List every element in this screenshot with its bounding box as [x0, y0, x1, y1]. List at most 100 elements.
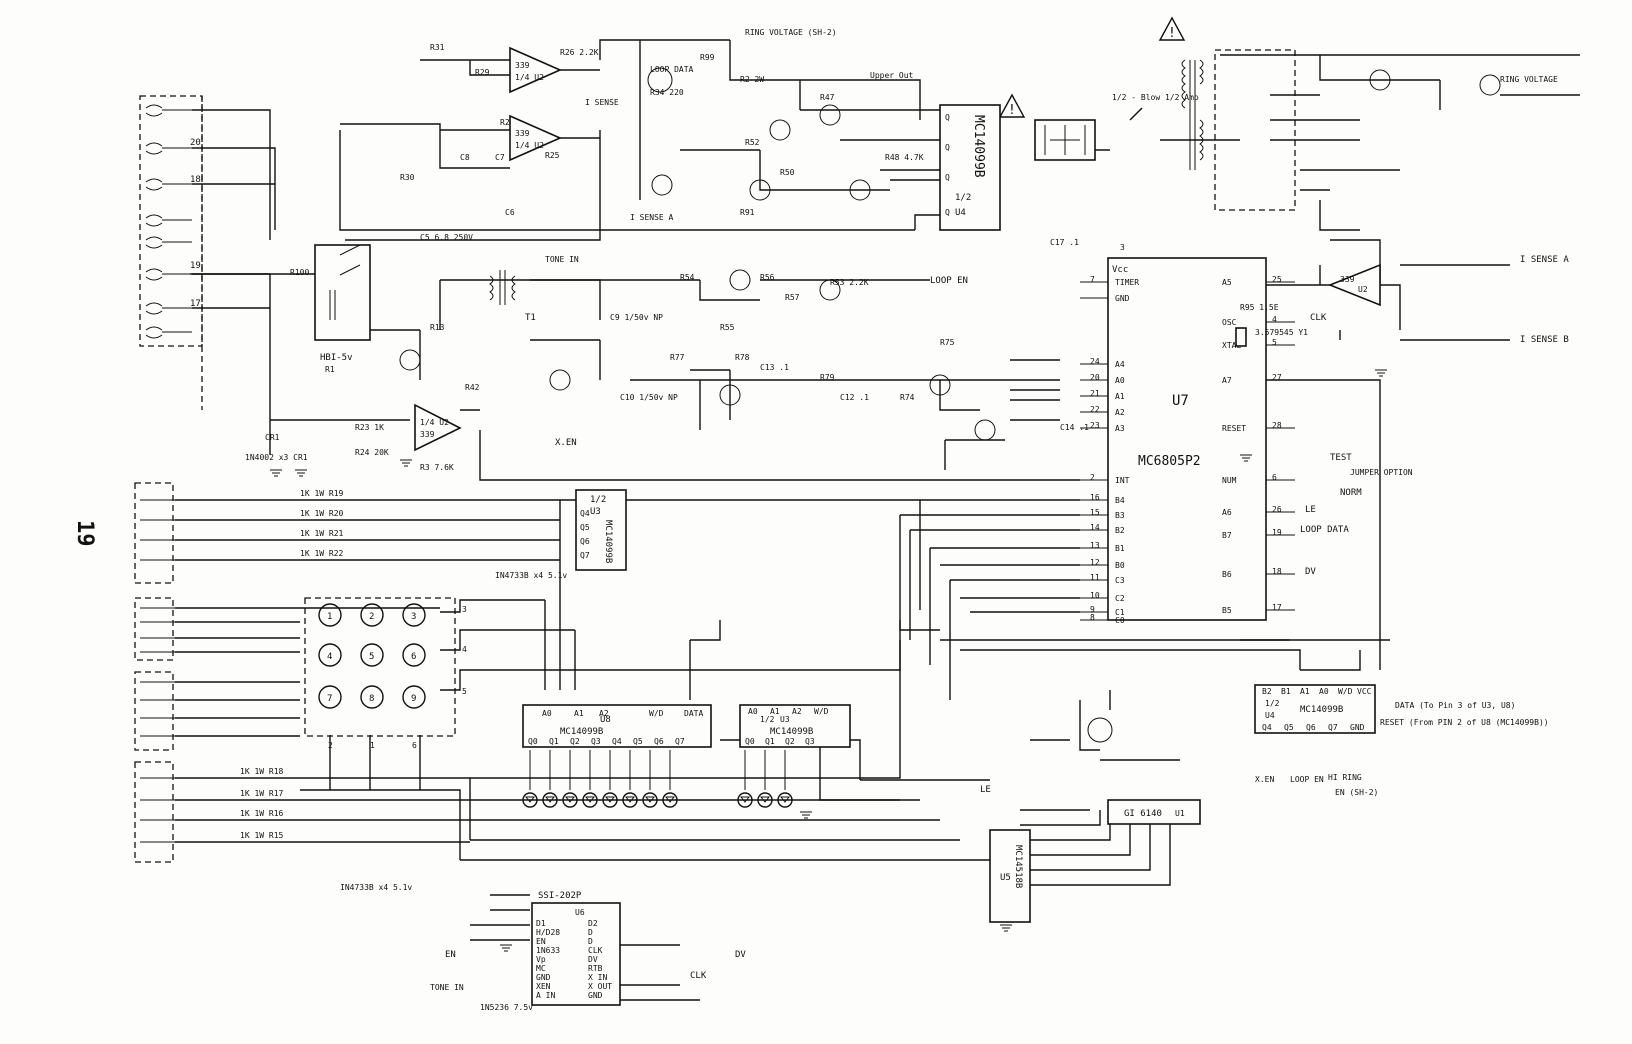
u7-pin-num: 7	[1090, 275, 1095, 284]
svg-text:MC14099B: MC14099B	[971, 115, 986, 178]
u8-pin: A0	[542, 709, 552, 718]
u8-pin: Q4	[612, 737, 622, 746]
u6-pin: EN	[536, 937, 546, 946]
ground-symbols	[270, 369, 1387, 952]
svg-text:R54: R54	[680, 273, 695, 282]
svg-text:C7: C7	[495, 153, 505, 162]
svg-text:R50: R50	[780, 168, 795, 177]
u6-pin: D	[588, 928, 593, 937]
u7-pin-num: 24	[1090, 357, 1100, 366]
led-mark	[664, 796, 676, 803]
svg-text:LE: LE	[1305, 505, 1316, 515]
page-number: 19	[72, 520, 97, 547]
u4b-pin: Q6	[1306, 723, 1316, 732]
svg-text:1/2: 1/2	[590, 495, 606, 505]
u6-pin: D2	[588, 919, 598, 928]
u7-pin-name: C1	[1115, 608, 1125, 617]
svg-text:R75: R75	[940, 338, 955, 347]
svg-text:!: !	[1168, 26, 1176, 41]
crystal-y1: 3.579545 Y1 R95 1.5E	[1235, 303, 1308, 347]
keypad-key	[360, 685, 384, 709]
u7-pin-num: 20	[1090, 373, 1100, 382]
svg-text:C17 .1: C17 .1	[1050, 238, 1079, 247]
svg-text:R56: R56	[760, 273, 775, 282]
label-le-u5: LE	[980, 785, 991, 795]
u7-pin-name: A1	[1115, 392, 1125, 401]
svg-text:Vcc: Vcc	[1112, 265, 1128, 275]
u3b-pin: Q2	[785, 737, 795, 746]
label-i-sense-a-top: I SENSE A	[630, 213, 674, 222]
transistors	[399, 67, 1501, 743]
svg-text:1/2: 1/2	[760, 715, 775, 724]
svg-text:R100: R100	[290, 268, 309, 277]
u7-pin-num: 25	[1272, 275, 1282, 284]
svg-text:!: !	[1008, 103, 1016, 118]
u7-pin-num: 8	[1090, 613, 1095, 622]
u6-pin: 1N633	[536, 946, 560, 955]
svg-text:1/4 U2: 1/4 U2	[515, 141, 544, 150]
led-mark	[624, 796, 636, 803]
wiring	[175, 39, 1580, 1001]
svg-text:T1: T1	[525, 313, 536, 323]
label-i-sense-top: I SENSE	[585, 98, 619, 107]
led-mark	[544, 796, 556, 803]
u8-pin: Q3	[591, 737, 601, 746]
svg-text:C10 1/50v NP: C10 1/50v NP	[620, 393, 678, 402]
svg-text:R29: R29	[475, 68, 490, 77]
svg-text:R79: R79	[820, 373, 835, 382]
svg-text:1/2: 1/2	[955, 193, 971, 203]
u4b-pin: VCC	[1357, 687, 1372, 696]
svg-text:TEST: TEST	[1330, 453, 1352, 463]
relay-hbi-5v: HBI-5v R1	[314, 244, 371, 374]
svg-text:3.579545 Y1: 3.579545 Y1	[1255, 328, 1308, 337]
svg-text:I SENSE B: I SENSE B	[1520, 335, 1569, 345]
ic-u11: GI 6140 U1	[1107, 799, 1201, 825]
resistor-label: 1K 1W R16	[240, 809, 284, 818]
u7-pin-num: 28	[1272, 421, 1282, 430]
keypad-key	[402, 603, 426, 627]
u7-pin-num: 15	[1090, 508, 1100, 517]
svg-text:Q: Q	[945, 113, 950, 122]
ic-u5: U5 MC14518B	[989, 829, 1031, 923]
u7-pin-name: A2	[1115, 408, 1125, 417]
u8-pin: Q0	[528, 737, 538, 746]
led-icon	[522, 792, 538, 808]
led-mark	[759, 796, 771, 803]
u7-pin-num: 5	[1272, 338, 1277, 347]
u6-pin: D1	[536, 919, 546, 928]
transformer-t1: T1	[489, 270, 536, 323]
keypad-key	[402, 685, 426, 709]
keypad-key-label: 8	[369, 694, 374, 704]
u7-pin-name: C2	[1115, 594, 1125, 603]
svg-text:1/4 U2: 1/4 U2	[420, 418, 449, 427]
keypad-row-num: 4	[462, 645, 467, 654]
svg-text:DV: DV	[1305, 567, 1316, 577]
svg-text:R95 1.5E: R95 1.5E	[1240, 303, 1279, 312]
svg-text:Q7: Q7	[580, 551, 590, 560]
resistor-label: 1K 1W R17	[240, 789, 284, 798]
u7-pin-name: B4	[1115, 496, 1125, 505]
u7-pin-num: 26	[1272, 505, 1282, 514]
svg-text:R57: R57	[785, 293, 800, 302]
svg-text:R3 7.6K: R3 7.6K	[420, 463, 454, 472]
u7-pin-num: 12	[1090, 558, 1100, 567]
svg-text:U5: U5	[1000, 873, 1011, 883]
u7-pin-num: 27	[1272, 373, 1282, 382]
svg-text:X.EN: X.EN	[555, 438, 577, 448]
u7-pin-num: 19	[1272, 528, 1282, 537]
svg-text:R23 1K: R23 1K	[355, 423, 384, 432]
u7-pin-num: 23	[1090, 421, 1100, 430]
svg-text:C5 6.8 250V: C5 6.8 250V	[420, 233, 473, 242]
svg-text:C13 .1: C13 .1	[760, 363, 789, 372]
svg-text:R74: R74	[900, 393, 915, 402]
led-mark	[584, 796, 596, 803]
svg-text:339: 339	[1340, 275, 1355, 284]
svg-text:R53 2.2K: R53 2.2K	[830, 278, 869, 287]
svg-text:U7: U7	[1172, 393, 1189, 409]
svg-text:U2: U2	[1358, 285, 1368, 294]
svg-text:U3: U3	[780, 715, 790, 724]
u4b-pin: A1	[1300, 687, 1310, 696]
u7-pin-name: INT	[1115, 476, 1130, 485]
